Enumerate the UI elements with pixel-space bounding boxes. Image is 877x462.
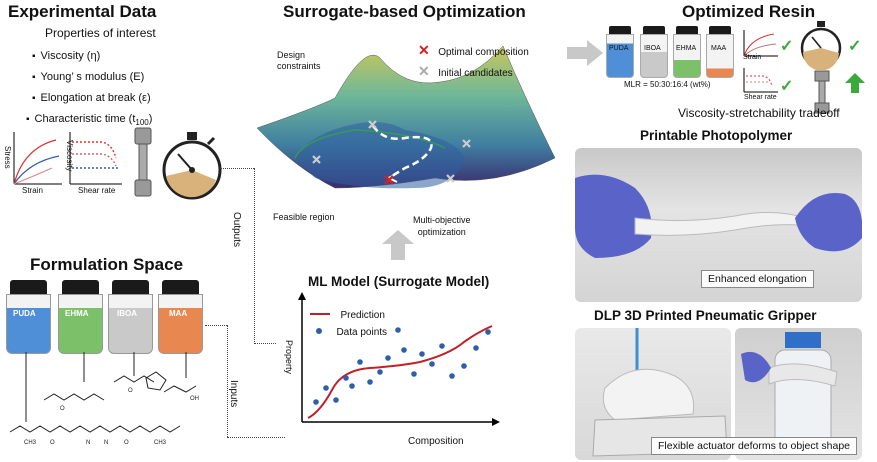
inputs-connector-v	[227, 325, 228, 437]
printable-photo: Enhanced elongation	[575, 148, 862, 302]
bottle-iboa: IBOA	[108, 280, 153, 354]
chemical-structures: CH3 O N N O CH3 O O OH	[9, 352, 199, 446]
prediction-line-icon	[310, 312, 330, 315]
prop-elongation: Elongation at break (ε)	[32, 92, 151, 104]
svg-text:CH3: CH3	[24, 440, 37, 446]
legend-optimal: ✕ Optimal composition	[418, 42, 529, 58]
opt-viscosity-plot	[743, 68, 778, 93]
inputs-connector-h2	[227, 437, 285, 438]
inputs-connector-h1	[205, 325, 227, 326]
svg-text:O: O	[50, 440, 55, 446]
outputs-connector-v	[254, 168, 255, 344]
bottle-puda: PUDA	[6, 280, 51, 354]
gripper-caption: Flexible actuator deforms to object shap…	[651, 437, 858, 455]
properties-subtitle: Properties of interest	[45, 26, 156, 40]
experimental-title: Experimental Data	[8, 2, 157, 21]
check-icon-3: ✓	[848, 38, 862, 55]
up-arrow-icon	[382, 230, 414, 260]
ml-title: ML Model (Surrogate Model)	[308, 274, 490, 289]
svg-text:O: O	[124, 440, 129, 446]
strain-axis-label: Strain	[22, 186, 43, 195]
prop-characteristic-time: Characteristic time (t100)	[26, 113, 152, 127]
multi-objective-label: Multi-objective optimization	[413, 215, 471, 237]
mlr-ratio: MLR = 50:30:16:4 (wt%)	[624, 80, 711, 89]
formulation-title: Formulation Space	[30, 255, 184, 274]
svg-text:O: O	[128, 388, 133, 394]
outputs-label: Outputs	[231, 212, 242, 248]
optimization-surface	[256, 45, 556, 189]
svg-text:CH3: CH3	[154, 440, 167, 446]
svg-text:N: N	[104, 440, 108, 446]
opt-bottle-maa: MAA	[706, 26, 734, 78]
opt-stopwatch-icon	[800, 21, 842, 70]
optimized-title: Optimized Resin	[682, 2, 816, 21]
outputs-connector-h2	[254, 343, 276, 344]
stretched-film-illustration	[575, 174, 862, 258]
design-constraints-label: Design constraints	[277, 50, 321, 71]
data-point-icon	[316, 327, 322, 334]
legend-initial: ✕ Initial candidates	[418, 63, 513, 79]
outputs-connector-h	[220, 168, 254, 169]
shear-rate-axis-label: Shear rate	[78, 186, 116, 195]
tradeoff-label: Viscosity-stretchability tradeoff	[678, 106, 840, 120]
feasible-region-label: Feasible region	[273, 212, 335, 222]
stress-strain-plot	[13, 132, 62, 185]
surrogate-title: Surrogate-based Optimization	[283, 2, 526, 21]
ml-xlabel: Composition	[408, 436, 464, 447]
right-arrow-icon	[567, 40, 603, 66]
prop-youngs-modulus: Young’ s modulus (E)	[32, 71, 145, 83]
opt-stress-plot	[743, 30, 778, 57]
opt-bottle-ehma: EHMA	[673, 26, 701, 78]
red-x-icon: ✕	[418, 42, 430, 58]
gripper-title: DLP 3D Printed Pneumatic Gripper	[594, 308, 817, 323]
ml-legend-prediction: Prediction	[310, 305, 385, 323]
svg-text:N: N	[86, 440, 90, 446]
opt-bottle-iboa: IBOA	[640, 26, 668, 78]
viscosity-plot	[69, 132, 122, 185]
check-icon-2: ✓	[780, 78, 794, 95]
bottle-grip-illustration	[741, 332, 838, 455]
bottle-maa: MAA	[158, 280, 203, 354]
svg-text:OH: OH	[190, 396, 199, 402]
opt-strain-label: Strain	[743, 54, 762, 61]
opt-dogbone-icon	[814, 70, 830, 114]
green-up-arrow-icon	[845, 73, 865, 93]
stopwatch-icon	[162, 132, 222, 200]
opt-shear-label: Shear rate	[744, 94, 777, 101]
ml-legend-points: Data points	[316, 322, 387, 340]
inputs-label: Inputs	[228, 380, 239, 408]
opt-bottle-puda: PUDA	[606, 26, 634, 78]
dogbone-specimen-icon	[134, 127, 152, 197]
ml-plot	[298, 292, 500, 426]
svg-text:O: O	[60, 406, 65, 412]
printable-title: Printable Photopolymer	[640, 128, 793, 143]
printable-caption: Enhanced elongation	[701, 270, 814, 288]
bottle-ehma: EHMA	[58, 280, 103, 354]
check-icon-1: ✓	[780, 38, 794, 55]
gray-x-icon: ✕	[418, 63, 430, 79]
viscosity-axis-label: Viscosity	[65, 140, 74, 172]
stress-axis-label: Stress	[3, 146, 12, 169]
ml-ylabel: Property	[284, 340, 294, 375]
prop-viscosity: Viscosity (η)	[32, 50, 101, 62]
